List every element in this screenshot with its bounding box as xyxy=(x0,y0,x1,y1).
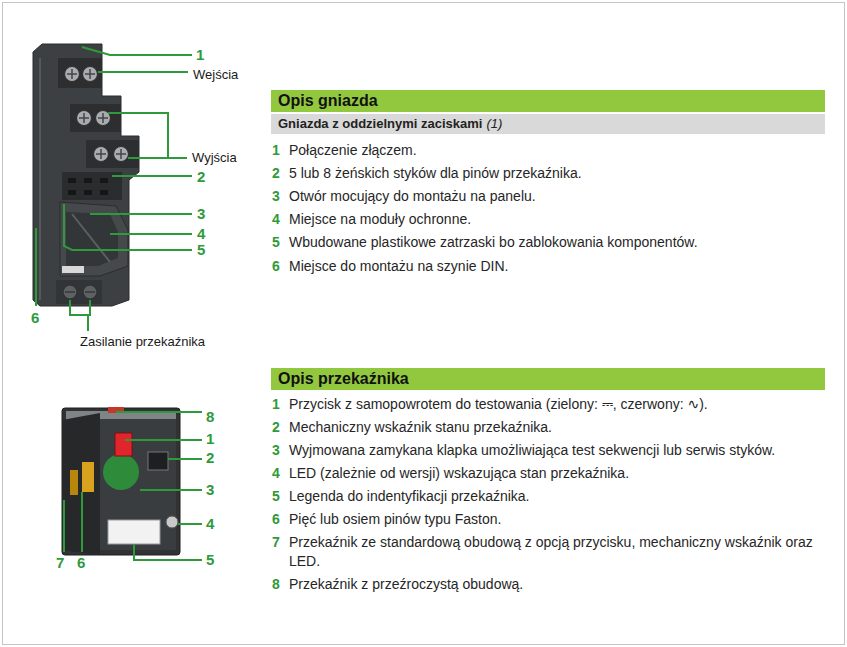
callout-number: 4 xyxy=(197,226,205,242)
callout-number: 6 xyxy=(31,310,39,326)
heading-band: Opis gniazda xyxy=(271,90,825,112)
callout-number: 3 xyxy=(206,482,214,498)
callout-number: 2 xyxy=(206,450,214,466)
item-text: Miejsce do montażu na szynie DIN. xyxy=(289,257,829,276)
item-number: 3 xyxy=(272,442,280,458)
item-text: Przycisk z samopowrotem do testowania (z… xyxy=(289,395,829,414)
item-number: 5 xyxy=(272,488,280,504)
callout-number: 4 xyxy=(206,516,214,532)
item-number: 6 xyxy=(272,511,280,527)
item-text: Mechaniczny wskaźnik stanu przekaźnika. xyxy=(289,418,829,437)
item-text: Połączenie złączem. xyxy=(289,141,829,160)
item-number: 3 xyxy=(272,188,280,204)
item-number: 6 xyxy=(272,258,280,274)
item-number: 4 xyxy=(272,211,280,227)
item-text: Przekaźnik ze standardową obudową z opcj… xyxy=(289,533,819,571)
item-text: LED (zależnie od wersji) wskazująca stan… xyxy=(289,464,829,483)
heading-band: Opis przekaźnika xyxy=(271,368,825,390)
note-ref: (1) xyxy=(486,114,502,134)
callout-number: 5 xyxy=(206,552,214,568)
callout-number: 6 xyxy=(77,555,85,571)
item-number: 2 xyxy=(272,419,280,435)
item-text: Wbudowane plastikowe zatrzaski bo zablok… xyxy=(289,233,829,252)
item-number: 4 xyxy=(272,465,280,481)
heading-text: Gniazda z oddzielnymi zaciskami xyxy=(271,114,482,134)
item-text: Otwór mocujący do montażu na panelu. xyxy=(289,187,829,206)
item-number: 8 xyxy=(272,576,280,592)
item-number: 7 xyxy=(272,534,280,550)
item-text: Pięć lub osiem pinów typu Faston. xyxy=(289,510,829,529)
part-label: Wyjścia xyxy=(192,150,237,166)
callout-number: 8 xyxy=(206,409,214,425)
item-number: 5 xyxy=(272,234,280,250)
callout-number: 2 xyxy=(197,169,205,185)
callout-number: 3 xyxy=(197,206,205,222)
relay-illustration xyxy=(62,407,180,555)
item-text: Legenda do indentyfikacji przekaźnika. xyxy=(289,487,829,506)
item-number: 1 xyxy=(272,142,280,158)
item-number: 2 xyxy=(272,165,280,181)
frame xyxy=(3,3,845,645)
item-text: 5 lub 8 żeńskich styków dla pinów przeka… xyxy=(289,164,829,183)
heading-text: Opis gniazda xyxy=(271,90,378,112)
part-label: Zasilanie przekaźnika xyxy=(80,334,205,350)
item-text: Przekaźnik z przeźroczystą obudową. xyxy=(289,575,829,594)
part-label: Wejścia xyxy=(193,67,238,83)
leader-lines xyxy=(36,47,192,331)
item-text: Wyjmowana zamykana klapka umożliwiająca … xyxy=(289,441,829,460)
item-text: Miejsce na moduły ochronne. xyxy=(289,210,829,229)
callout-number: 1 xyxy=(196,47,204,63)
subheading-band: Gniazda z oddzielnymi zaciskami(1) xyxy=(271,114,825,134)
heading-text: Opis przekaźnika xyxy=(271,368,409,390)
callout-number: 1 xyxy=(206,431,214,447)
callout-number: 7 xyxy=(56,555,64,571)
callout-number: 5 xyxy=(197,242,205,258)
item-number: 1 xyxy=(272,396,280,412)
leader-lines xyxy=(64,412,202,560)
